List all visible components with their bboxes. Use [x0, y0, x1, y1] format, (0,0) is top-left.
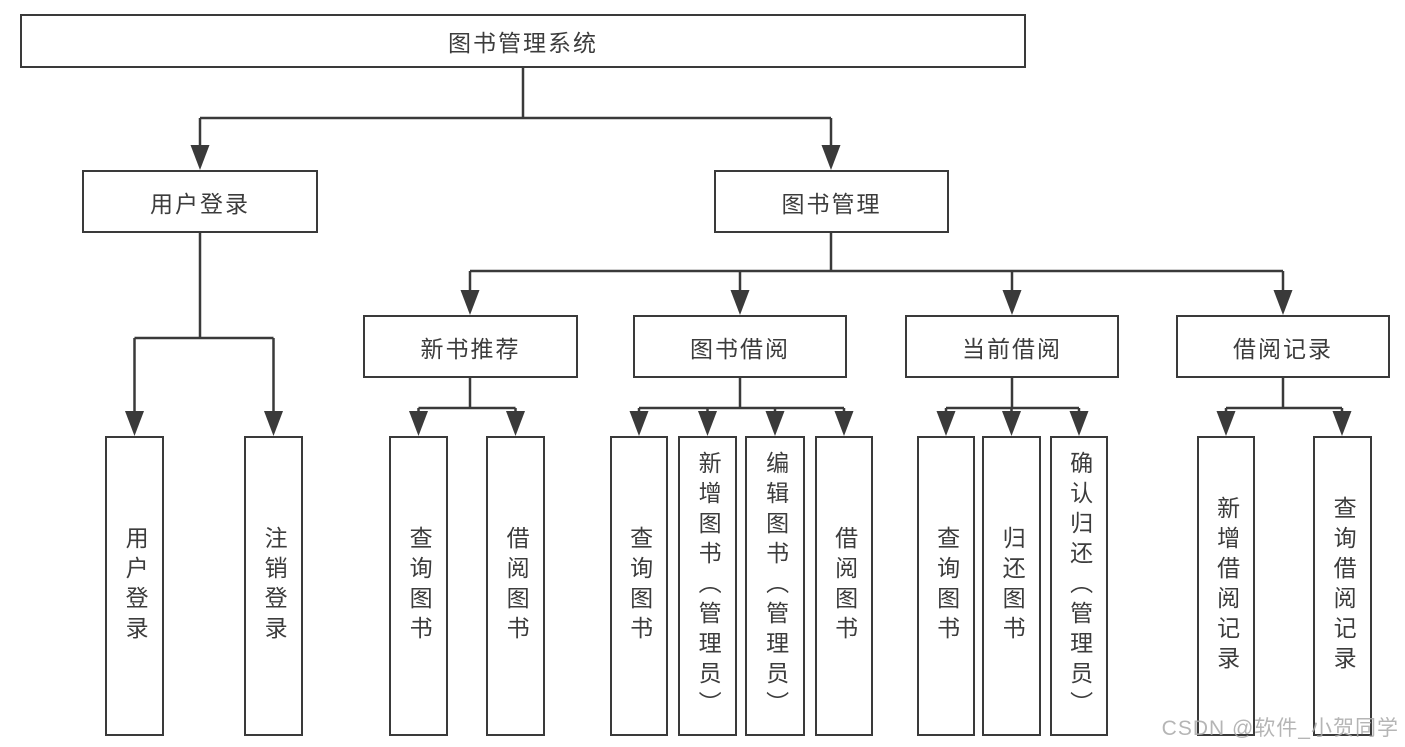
node-current-borrow: 当前借阅 — [905, 315, 1119, 378]
node-leaf-borrow-books-recommend-label: 借阅图书 — [503, 526, 530, 646]
node-user-login-module-label: 用户登录 — [150, 190, 250, 217]
node-current-borrow-label: 当前借阅 — [962, 335, 1062, 362]
node-borrow-records-label: 借阅记录 — [1233, 335, 1333, 362]
node-root-system-label: 图书管理系统 — [448, 30, 598, 56]
node-book-borrow: 图书借阅 — [633, 315, 847, 378]
node-leaf-query-books-current: 查询图书 — [917, 436, 975, 736]
node-leaf-query-books-borrow-label: 查询图书 — [626, 526, 653, 646]
node-user-login-module: 用户登录 — [82, 170, 318, 233]
node-leaf-borrow-books-label: 借阅图书 — [831, 526, 858, 646]
node-leaf-query-books-recommend: 查询图书 — [389, 436, 448, 736]
node-book-borrow-label: 图书借阅 — [690, 335, 790, 362]
node-leaf-edit-books-admin: 编辑图书（管理员） — [745, 436, 805, 736]
node-leaf-confirm-return-admin: 确认归还（管理员） — [1050, 436, 1108, 736]
node-leaf-query-books-recommend-label: 查询图书 — [406, 526, 433, 646]
node-leaf-user-login-label: 用户登录 — [122, 526, 149, 646]
node-leaf-query-borrow-record-label: 查询借阅记录 — [1330, 496, 1357, 676]
node-leaf-user-login: 用户登录 — [105, 436, 164, 736]
node-leaf-return-books: 归还图书 — [982, 436, 1041, 736]
node-leaf-query-books-current-label: 查询图书 — [933, 526, 960, 646]
node-leaf-borrow-books-recommend: 借阅图书 — [486, 436, 545, 736]
node-leaf-return-books-label: 归还图书 — [999, 526, 1026, 646]
arrowheads — [125, 145, 1352, 436]
node-root-system: 图书管理系统 — [20, 14, 1026, 68]
node-new-book-recommend-label: 新书推荐 — [420, 335, 521, 362]
node-leaf-edit-books-admin-label: 编辑图书（管理员） — [762, 451, 789, 721]
node-leaf-add-borrow-record: 新增借阅记录 — [1197, 436, 1255, 736]
node-leaf-add-borrow-record-label: 新增借阅记录 — [1213, 496, 1240, 676]
node-leaf-query-borrow-record: 查询借阅记录 — [1313, 436, 1372, 736]
node-borrow-records: 借阅记录 — [1176, 315, 1390, 378]
node-leaf-borrow-books: 借阅图书 — [815, 436, 873, 736]
node-new-book-recommend: 新书推荐 — [363, 315, 578, 378]
node-leaf-add-books-admin-label: 新增图书（管理员） — [695, 451, 722, 721]
node-leaf-logout: 注销登录 — [244, 436, 303, 736]
node-book-management-module-label: 图书管理 — [781, 190, 882, 217]
node-book-management-module: 图书管理 — [714, 170, 949, 233]
node-leaf-logout-label: 注销登录 — [261, 526, 288, 646]
node-leaf-query-books-borrow: 查询图书 — [610, 436, 668, 736]
node-leaf-add-books-admin: 新增图书（管理员） — [678, 436, 737, 736]
node-leaf-confirm-return-admin-label: 确认归还（管理员） — [1066, 451, 1093, 721]
